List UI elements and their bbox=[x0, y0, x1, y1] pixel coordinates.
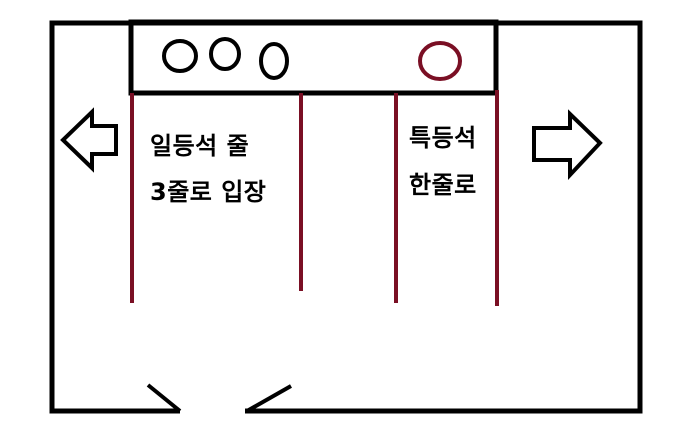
first-class-label-line2: 3줄로 입장 bbox=[150, 178, 267, 206]
first-class-label-line1: 일등석 줄 bbox=[150, 132, 250, 160]
special-class-label-line2: 한줄로 bbox=[409, 171, 477, 199]
arrow-left-icon bbox=[60, 107, 118, 173]
seat-marker-1 bbox=[162, 39, 198, 73]
entrance-door-right bbox=[246, 384, 292, 413]
special-class-label-line1: 특등석 bbox=[409, 124, 477, 152]
queue-dividers bbox=[130, 90, 499, 306]
counter-box bbox=[128, 19, 499, 96]
seat-marker-3 bbox=[259, 42, 289, 80]
entrance-door-left bbox=[146, 383, 182, 413]
arrow-right-icon bbox=[532, 109, 603, 181]
room-wall-left-section bbox=[49, 20, 643, 414]
special-seat-marker bbox=[418, 41, 462, 81]
seat-marker-2 bbox=[209, 37, 241, 71]
room-outline bbox=[49, 20, 643, 414]
